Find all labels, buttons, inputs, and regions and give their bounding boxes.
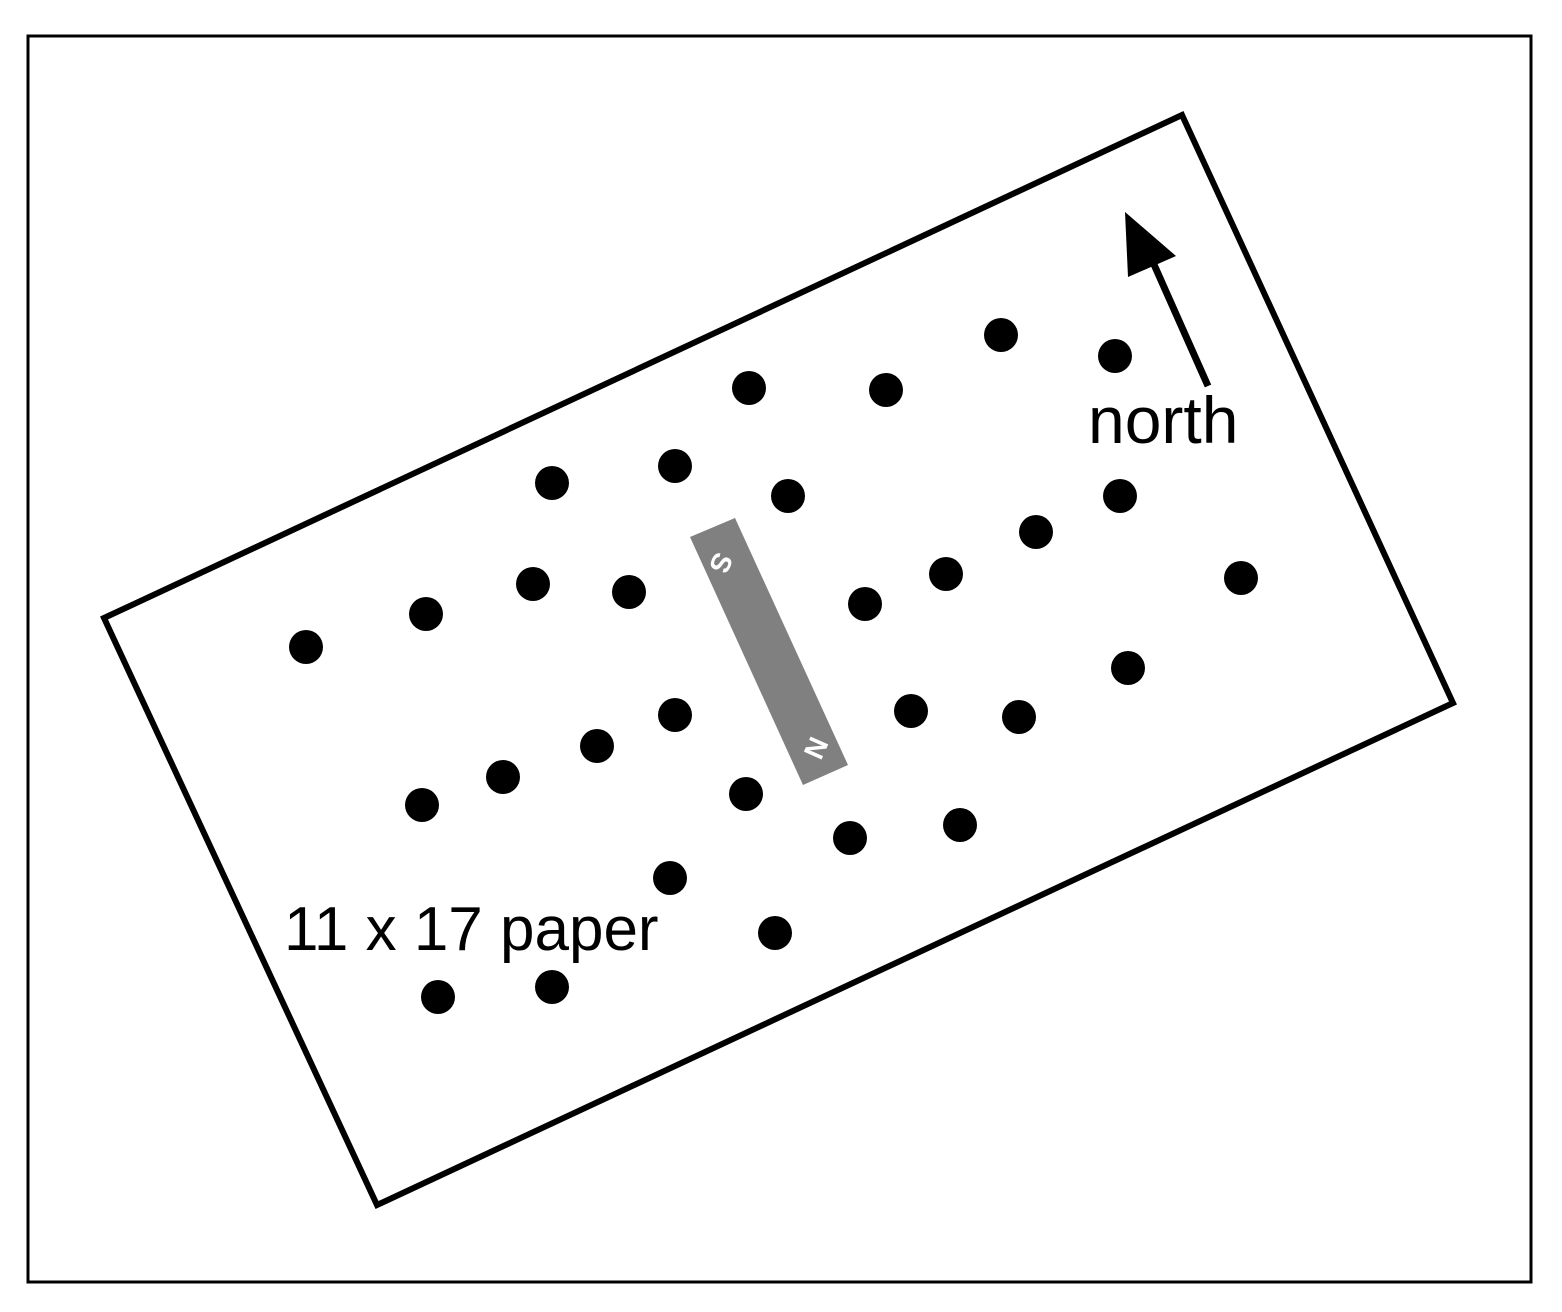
dot — [1103, 479, 1137, 513]
dot — [1224, 561, 1258, 595]
dot — [943, 808, 977, 842]
dot-group — [289, 318, 1258, 1014]
magnet-body — [690, 518, 848, 785]
north-arrow-shaft — [1148, 258, 1212, 388]
dot — [658, 449, 692, 483]
dot — [1002, 700, 1036, 734]
arrow-up-icon — [1125, 212, 1212, 388]
dot — [580, 729, 614, 763]
paper-size-label: 11 x 17 paper — [284, 895, 659, 964]
dot — [1111, 651, 1145, 685]
dot — [658, 698, 692, 732]
north-label: north — [1088, 383, 1238, 457]
dot — [516, 567, 550, 601]
dot — [771, 479, 805, 513]
dot — [848, 587, 882, 621]
dot — [1098, 339, 1132, 373]
dot — [758, 916, 792, 950]
dot — [653, 861, 687, 895]
dot — [929, 557, 963, 591]
dot — [1019, 515, 1053, 549]
dot — [421, 980, 455, 1014]
dot — [869, 373, 903, 407]
dot — [289, 630, 323, 664]
dot — [729, 777, 763, 811]
north-arrow-head — [1125, 212, 1176, 277]
dot — [486, 760, 520, 794]
dot — [535, 970, 569, 1004]
dot — [405, 788, 439, 822]
dot — [894, 694, 928, 728]
outer-frame — [26, 34, 1533, 1284]
dot — [984, 318, 1018, 352]
dot — [732, 371, 766, 405]
dot — [535, 466, 569, 500]
dot — [833, 821, 867, 855]
dot — [612, 575, 646, 609]
bar-magnet: S N — [690, 518, 848, 785]
dot — [409, 597, 443, 631]
